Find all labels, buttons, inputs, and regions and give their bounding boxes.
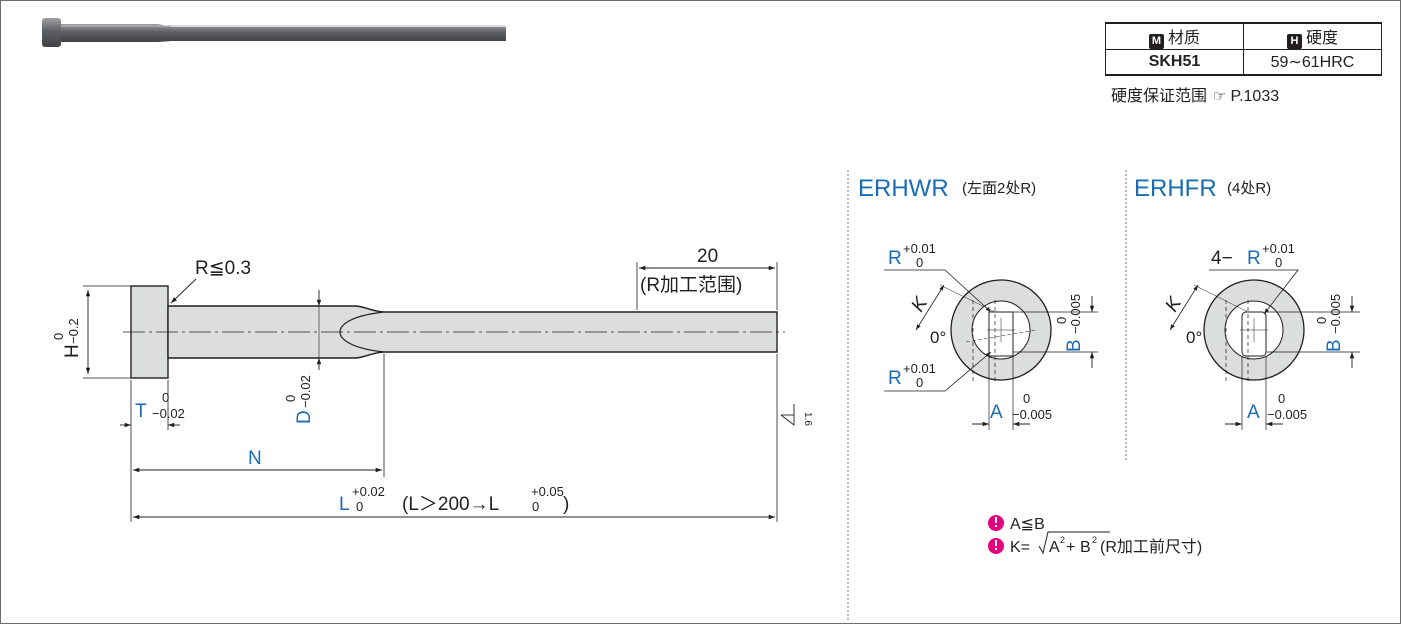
erhwr-subtitle: (左面2处R) bbox=[962, 180, 1036, 197]
note-2-suffix: (R加工前尺寸) bbox=[1100, 538, 1202, 556]
D-tol-lower: −0.02 bbox=[298, 375, 313, 408]
L-tol-upper: +0.02 bbox=[352, 484, 385, 499]
L-tol-lower: 0 bbox=[356, 499, 363, 514]
erhfr-A-lower: −0.005 bbox=[1267, 407, 1307, 422]
material-header: 材质 bbox=[1167, 30, 1200, 47]
erhwr-B-upper: 0 bbox=[1054, 317, 1069, 324]
T-letter: T bbox=[135, 401, 147, 422]
erhfr-A-letter: A bbox=[1247, 402, 1260, 423]
erhwr-angle: 0° bbox=[930, 328, 946, 347]
dim-T: T 0 −0.02 bbox=[120, 380, 185, 430]
erhfr-A-upper: 0 bbox=[1278, 391, 1285, 406]
hardness-note-text: 硬度保证范围 bbox=[1111, 88, 1208, 105]
sqrt-symbol bbox=[1038, 531, 1110, 555]
hardness-page-ref[interactable]: P.1033 bbox=[1230, 88, 1280, 105]
r-range-length: 20 bbox=[697, 246, 718, 267]
erhwr-A-letter: A bbox=[990, 402, 1003, 423]
dim-r-range: 20 (R加工范围) bbox=[636, 246, 778, 310]
L-letter: L bbox=[339, 494, 350, 515]
erhfr-K-letter: K bbox=[1161, 293, 1186, 316]
hardness-value: 59∼61HRC bbox=[1243, 49, 1382, 76]
erhwr-R-upper-top: +0.01 bbox=[903, 241, 936, 256]
note-2-plus: + bbox=[1066, 539, 1075, 556]
H-tol-upper: 0 bbox=[51, 333, 66, 340]
material-value: SKH51 bbox=[1105, 49, 1244, 76]
note-2-exp-b: 2 bbox=[1092, 535, 1097, 545]
erhfr-section: ERHFR (4处R) 4− R +0.01 0 K 0° A 0 −0.005 bbox=[1134, 175, 1360, 430]
D-letter: D bbox=[294, 410, 315, 424]
pointing-hand-icon: ☞ bbox=[1213, 88, 1227, 105]
erhfr-R-upper: +0.01 bbox=[1262, 241, 1295, 256]
erhwr-K-letter: K bbox=[907, 293, 932, 316]
erhwr-section: ERHWR (左面2处R) R +0.01 0 K 0° R +0.01 0 A… bbox=[858, 175, 1098, 430]
roughness-value: 1.6 bbox=[802, 412, 813, 426]
dim-N: N bbox=[130, 354, 385, 522]
L-extra-prefix: (L＞200→L bbox=[402, 494, 499, 515]
note-2-b: B bbox=[1080, 539, 1091, 556]
dim-H bbox=[83, 285, 131, 379]
erhfr-R-letter: R bbox=[1247, 248, 1261, 269]
N-letter: N bbox=[248, 448, 262, 469]
L-extra-upper: +0.05 bbox=[531, 484, 564, 499]
erhwr-R-letter-bottom: R bbox=[888, 368, 902, 389]
erhfr-R-lower: 0 bbox=[1275, 255, 1282, 270]
erhwr-A-upper: 0 bbox=[1023, 391, 1030, 406]
T-tol-upper: 0 bbox=[162, 390, 169, 405]
note-2-exp-a: 2 bbox=[1060, 535, 1065, 545]
erhwr-B-letter: B bbox=[1064, 339, 1085, 352]
pin-side-view bbox=[123, 285, 785, 379]
erhfr-angle: 0° bbox=[1186, 328, 1202, 347]
erhwr-R-upper-bottom: +0.01 bbox=[903, 361, 936, 376]
erhwr-title: ERHWR bbox=[858, 175, 949, 202]
erhwr-R-lower-top: 0 bbox=[916, 255, 923, 270]
erhfr-title: ERHFR bbox=[1134, 175, 1217, 202]
hardness-note: 硬度保证范围 ☞P.1033 bbox=[1111, 82, 1279, 106]
head-radius-callout: R≦0.3 bbox=[170, 258, 251, 304]
erhwr-R-lower-bottom: 0 bbox=[916, 375, 923, 390]
erhwr-B-lower: −0.005 bbox=[1068, 294, 1083, 334]
erhfr-B-letter: B bbox=[1324, 339, 1345, 352]
erhfr-B-upper: 0 bbox=[1314, 317, 1329, 324]
L-extra-lower: 0 bbox=[532, 499, 539, 514]
note-1: A≦B bbox=[1010, 516, 1045, 533]
hardness-header: 硬度 bbox=[1305, 30, 1338, 47]
head-radius-label: R≦0.3 bbox=[195, 258, 251, 279]
erhfr-R-prefix: 4− bbox=[1211, 248, 1233, 269]
notes: A≦B K= A 2 + B 2 (R加工前尺寸) bbox=[988, 515, 1202, 556]
H-letter: H bbox=[62, 344, 83, 358]
L-extra-suffix: ) bbox=[563, 494, 569, 515]
product-photo bbox=[42, 18, 506, 47]
H-label: H 0 −0.2 bbox=[51, 318, 83, 358]
roughness-symbol: 1.6 bbox=[780, 404, 813, 426]
note-2-a: A bbox=[1049, 539, 1060, 556]
H-tol-lower: −0.2 bbox=[66, 318, 81, 344]
D-tol-upper: 0 bbox=[283, 395, 298, 402]
erhwr-A-lower: −0.005 bbox=[1012, 407, 1052, 422]
erhfr-B-lower: −0.005 bbox=[1328, 294, 1343, 334]
note-2-prefix: K= bbox=[1010, 539, 1030, 556]
r-range-label: (R加工范围) bbox=[640, 274, 742, 296]
hardness-icon: H bbox=[1286, 34, 1302, 49]
dim-L: L +0.02 0 (L＞200→L +0.05 0 ) bbox=[133, 354, 778, 522]
erhwr-R-letter-top: R bbox=[888, 248, 902, 269]
D-label: D 0 −0.02 bbox=[283, 375, 315, 424]
material-icon: M bbox=[1148, 34, 1164, 49]
erhfr-subtitle: (4处R) bbox=[1227, 180, 1271, 197]
T-tol-lower: −0.02 bbox=[152, 406, 185, 421]
